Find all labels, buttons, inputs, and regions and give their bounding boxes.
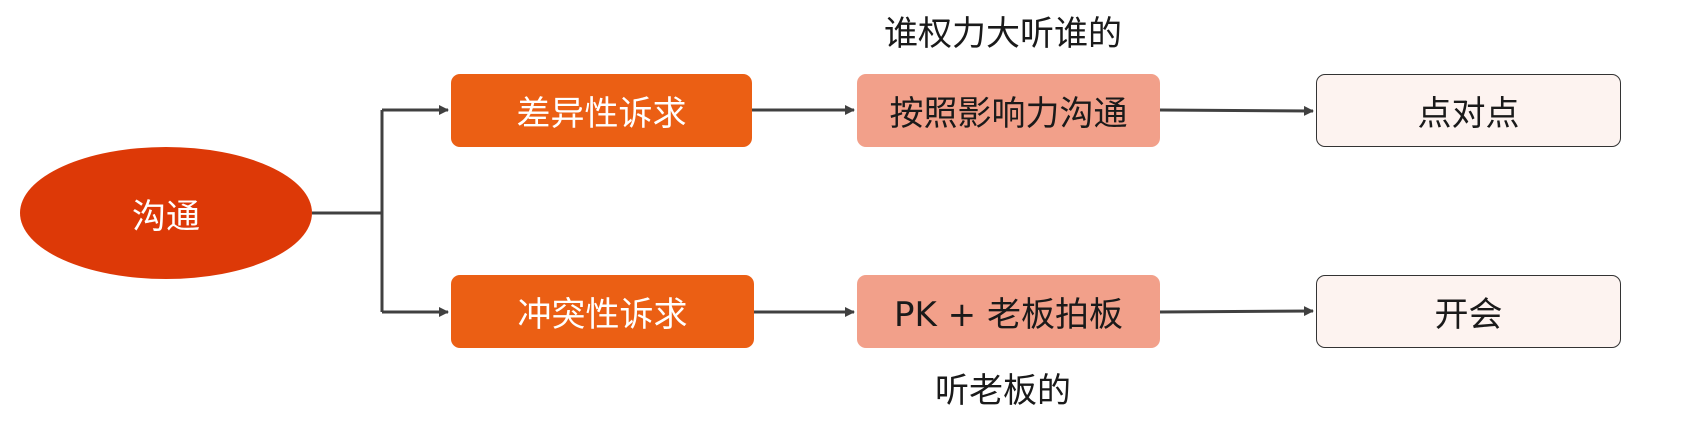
node-meeting: 开会	[1316, 275, 1621, 348]
node-label: 开会	[1434, 295, 1503, 335]
annotation-bottom: 听老板的	[935, 371, 1071, 411]
node-label: PK + 老板拍板	[894, 295, 1123, 335]
arrow-pk-to-meeting	[1159, 306, 1314, 317]
node-pk-boss-decides: PK + 老板拍板	[857, 275, 1160, 348]
node-differential-demand: 差异性诉求	[451, 74, 752, 147]
annotation-top: 谁权力大听谁的	[884, 14, 1122, 54]
root-node-communication: 沟通	[20, 147, 312, 279]
node-label: 按照影响力沟通	[889, 94, 1128, 134]
node-point-to-point: 点对点	[1316, 74, 1621, 147]
node-conflict-demand: 冲突性诉求	[451, 275, 754, 348]
arrow-influence-to-p2p	[1159, 105, 1314, 116]
node-influence-communication: 按照影响力沟通	[857, 74, 1160, 147]
node-label: 差异性诉求	[516, 94, 687, 134]
root-node-label: 沟通	[132, 196, 200, 237]
node-label: 点对点	[1417, 94, 1520, 134]
node-label: 冲突性诉求	[517, 295, 688, 335]
